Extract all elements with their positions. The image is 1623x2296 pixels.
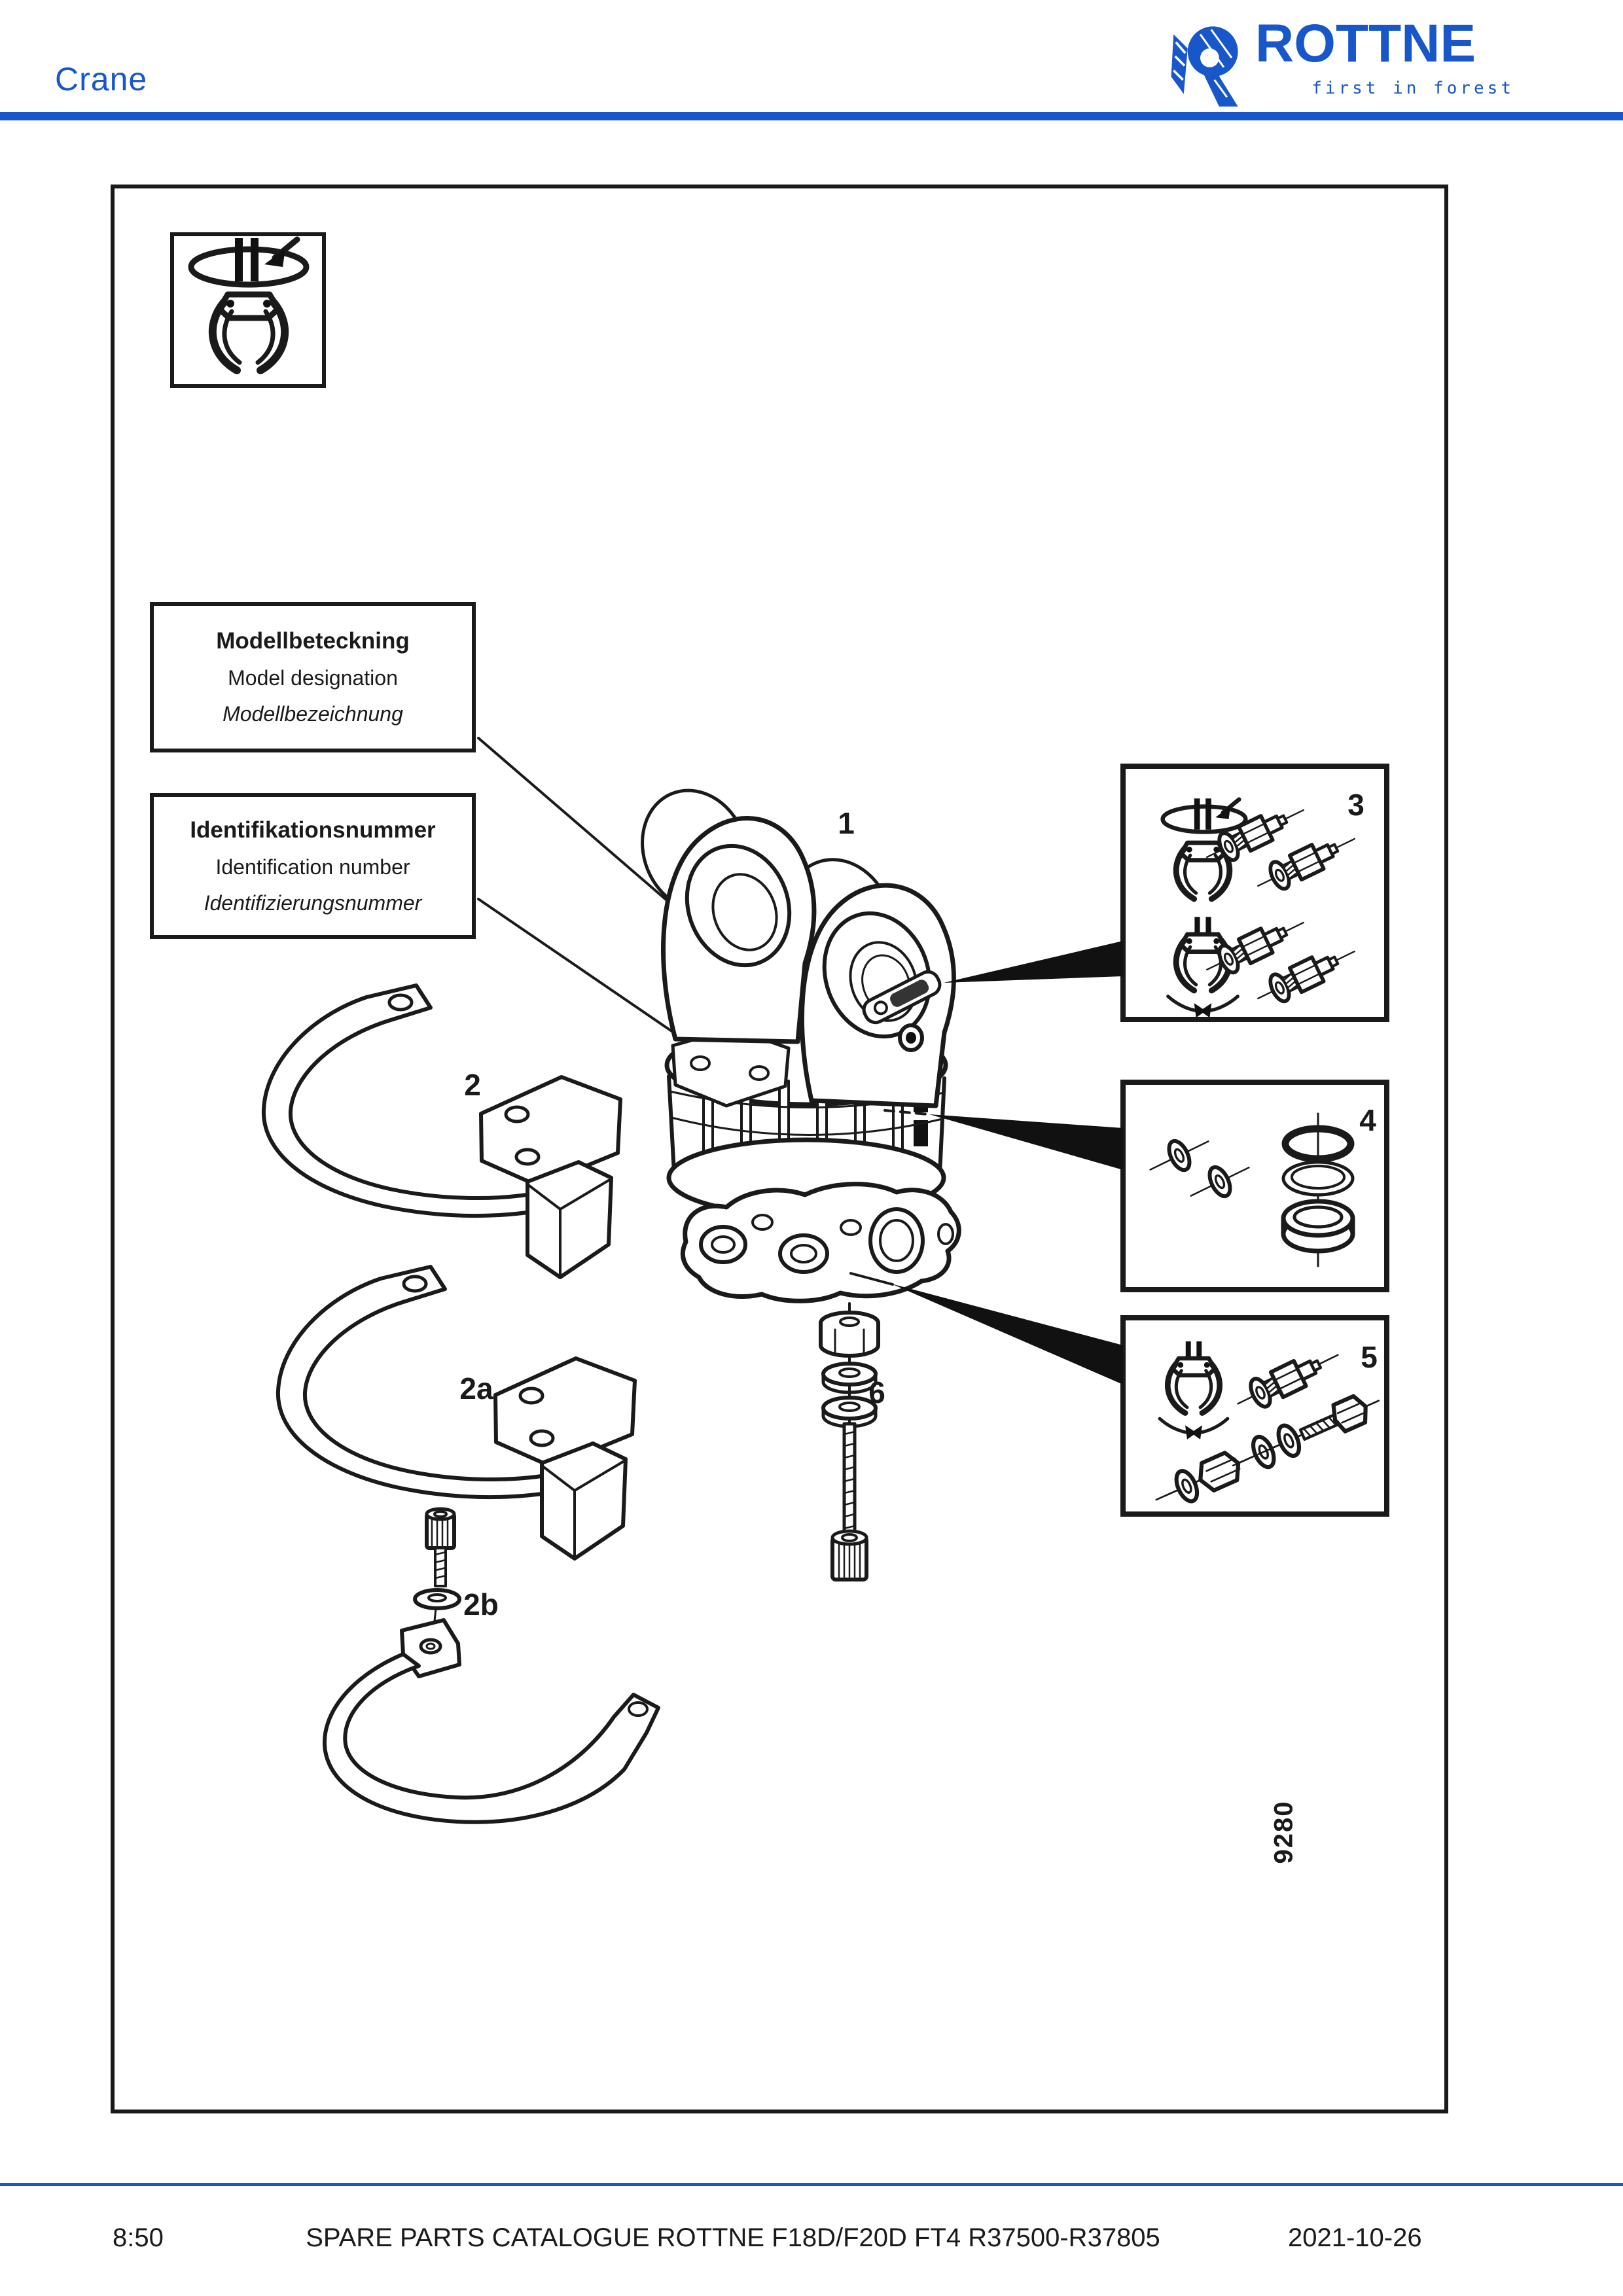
rottne-r-mark-icon <box>1171 26 1238 107</box>
part-label-2b: 2b <box>463 1587 499 1621</box>
diagram-frame <box>111 185 1448 2113</box>
rottne-logo-tagline: first in forest <box>1311 79 1514 98</box>
callout-model-sv: Modellbeteckning <box>216 628 410 654</box>
callout-id-sv: Identifikationsnummer <box>190 817 436 843</box>
footer-divider-line <box>0 2183 1623 2186</box>
callout-id-en: Identification number <box>215 855 410 879</box>
footer-catalogue-title: SPARE PARTS CATALOGUE ROTTNE F18D/F20D F… <box>306 2223 1160 2252</box>
detail-box-3 <box>1120 764 1389 1022</box>
legend-icon-box <box>170 232 326 388</box>
part-label-1: 1 <box>838 806 855 840</box>
header-divider-bar <box>0 112 1623 120</box>
detail-box-4 <box>1120 1080 1389 1292</box>
callout-id-de: Identifizierungsnummer <box>204 891 422 915</box>
part-label-5: 5 <box>1361 1340 1378 1374</box>
footer-page-ref: 8:50 <box>113 2223 164 2252</box>
part-label-2a: 2a <box>459 1371 493 1405</box>
part-label-6: 6 <box>868 1375 885 1409</box>
footer-date: 2021-10-26 <box>1288 2223 1422 2252</box>
rottne-logo: ROTTNE first in forest <box>1169 14 1522 109</box>
part-label-2: 2 <box>464 1068 481 1102</box>
rottne-logo-text: ROTTNE <box>1255 14 1476 73</box>
callout-identification-number: Identifikationsnummer Identification num… <box>150 793 476 939</box>
figure-number: 9280 <box>1269 1800 1298 1864</box>
callout-model-en: Model designation <box>228 666 398 690</box>
page-title: Crane <box>55 61 148 97</box>
callout-model-designation: Modellbeteckning Model designation Model… <box>150 602 476 752</box>
part-label-3: 3 <box>1347 788 1364 822</box>
part-label-4: 4 <box>1359 1103 1376 1137</box>
callout-model-de: Modellbezeichnung <box>223 702 403 726</box>
detail-box-5 <box>1120 1315 1389 1517</box>
